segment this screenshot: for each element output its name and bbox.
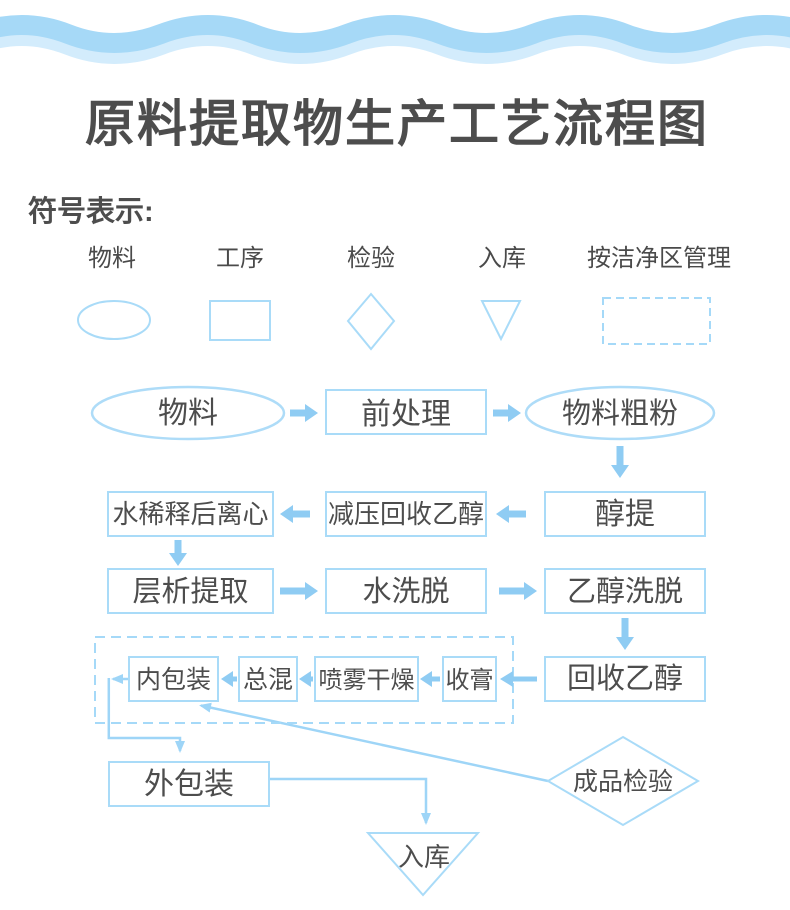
node-material: 物料: [90, 385, 286, 441]
node-warehousing: 入库: [365, 832, 481, 897]
node-water-elution: 水洗脱: [325, 568, 487, 614]
node-ethanol-recovery: 回收乙醇: [544, 656, 706, 702]
arrow-material-to-pretreatment: [290, 404, 318, 422]
coarse-powder-ellipse: [524, 385, 716, 441]
paste-collection-box: [442, 656, 497, 702]
coarse-powder-label: 物料粗粉: [562, 397, 678, 430]
node-pretreatment: 前处理: [325, 389, 487, 435]
node-chromatography-extraction: 层析提取: [107, 568, 274, 614]
node-coarse-powder: 物料粗粉: [524, 385, 716, 441]
header-wave: [0, 15, 790, 64]
wave-ribbon-back-shape: [0, 26, 790, 64]
legend-label-process: 工序: [216, 245, 264, 272]
water-elution-label: 水洗脱: [362, 575, 449, 608]
arrow-ethanol-recovery-to-paste: [500, 671, 537, 687]
inner-packaging-label: 内包装: [136, 666, 211, 694]
ethanol-elution-box: [544, 568, 706, 614]
arrow-mixing-to-inner-packaging: [221, 671, 237, 687]
legend-label-warehousing: 入库: [478, 245, 526, 272]
vacuum-ethanol-recovery-box: [325, 491, 487, 537]
ethanol-elution-label: 乙醇洗脱: [567, 575, 683, 608]
connector-inspection-to-inner-packaging: [199, 702, 549, 783]
legend-label-clean-area: 按洁净区管理: [587, 245, 731, 272]
legend-ellipse-icon: [77, 300, 151, 340]
wave-ribbon-front-shape: [0, 15, 790, 53]
legend: 符号表示: 物料 工序 检验 入库 按洁净区管理: [28, 195, 731, 351]
ethanol-recovery-box: [544, 656, 706, 702]
spray-drying-label: 喷雾干燥: [319, 667, 415, 694]
node-water-dilution-centrifuge: 水稀释后离心: [107, 491, 274, 537]
node-finished-product-inspection: 成品检验: [546, 735, 700, 827]
total-mixing-box: [238, 656, 298, 702]
pretreatment-label: 前处理: [361, 398, 451, 431]
finished-product-inspection-label: 成品检验: [573, 768, 673, 796]
arrow-chromatography-to-water-elution: [280, 582, 318, 600]
material-ellipse: [90, 385, 286, 441]
vacuum-ethanol-recovery-label: 减压回收乙醇: [328, 499, 484, 529]
node-alcohol-extraction: 醇提: [544, 491, 706, 537]
paste-collection-label: 收膏: [446, 667, 494, 694]
alcohol-extraction-box: [544, 491, 706, 537]
page-title: 原料提取物生产工艺流程图: [85, 96, 709, 152]
outer-packaging-label: 外包装: [144, 768, 234, 801]
water-dilution-centrifuge-box: [107, 491, 274, 537]
legend-label-inspection: 检验: [347, 245, 395, 272]
finished-product-inspection-diamond: [546, 735, 700, 827]
node-inner-packaging: 内包装: [128, 656, 219, 702]
node-total-mixing: 总混: [238, 656, 298, 702]
total-mixing-label: 总混: [243, 666, 293, 694]
arrow-alcohol-extraction-to-vacuum-recovery: [496, 505, 526, 523]
arrow-vacuum-recovery-to-centrifuge: [280, 505, 310, 523]
chromatography-extraction-box: [107, 568, 274, 614]
legend-heading: 符号表示:: [28, 195, 154, 228]
alcohol-extraction-label: 醇提: [595, 498, 655, 531]
ethanol-recovery-label: 回收乙醇: [567, 662, 683, 695]
node-vacuum-ethanol-recovery: 减压回收乙醇: [325, 491, 487, 537]
arrow-coarse-powder-down: [611, 446, 629, 478]
node-spray-drying: 喷雾干燥: [314, 656, 419, 702]
material-label: 物料: [158, 397, 218, 430]
connector-inner-packaging-to-outer-packaging: [107, 678, 185, 753]
spray-drying-box: [314, 656, 419, 702]
connectors: [107, 674, 549, 825]
arrow-pretreatment-to-coarse-powder: [493, 404, 521, 422]
warehousing-triangle: [365, 832, 481, 897]
node-outer-packaging: 外包装: [108, 761, 270, 807]
warehousing-label: 入库: [398, 842, 450, 872]
arrow-centrifuge-down: [169, 540, 187, 566]
outer-packaging-box: [108, 761, 270, 807]
node-paste-collection: 收膏: [442, 656, 497, 702]
water-dilution-centrifuge-label: 水稀释后离心: [112, 499, 268, 529]
pretreatment-box: [325, 389, 487, 435]
chromatography-extraction-label: 层析提取: [132, 575, 248, 608]
clean-area-dashed-zone: [94, 636, 514, 724]
legend-triangle-icon: [480, 300, 522, 342]
arrow-paste-to-spray-drying: [420, 671, 440, 687]
legend-diamond-icon: [346, 292, 396, 351]
arrow-ethanol-elution-down: [616, 618, 634, 650]
legend-dashed-rect-icon: [602, 297, 711, 345]
node-ethanol-elution: 乙醇洗脱: [544, 568, 706, 614]
arrow-water-elution-to-ethanol-elution: [499, 582, 537, 600]
arrow-spray-drying-to-mixing: [299, 671, 313, 687]
legend-rectangle-icon: [209, 300, 271, 341]
connector-outer-packaging-to-warehousing: [269, 777, 431, 825]
water-elution-box: [325, 568, 487, 614]
inner-packaging-box: [128, 656, 219, 702]
legend-label-material: 物料: [88, 245, 136, 272]
